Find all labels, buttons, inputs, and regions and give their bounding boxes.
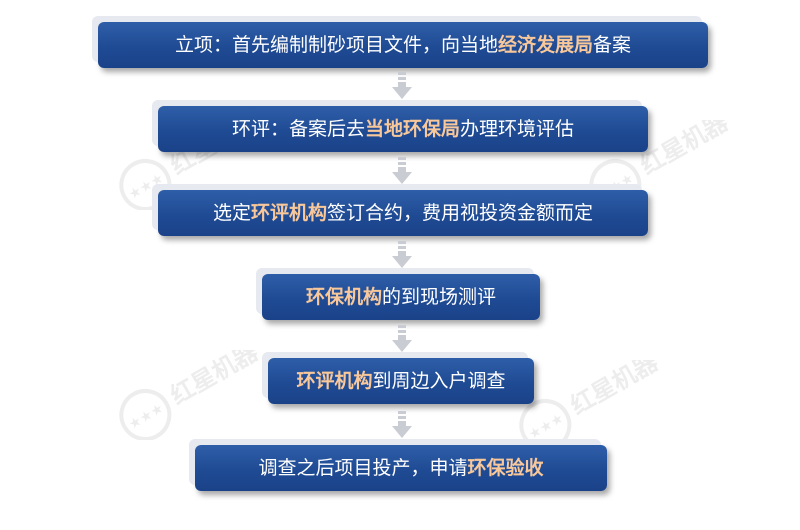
step-highlight-text: 环评机构 xyxy=(250,202,327,224)
step-text: 签订合约，费用视投资金额而定 xyxy=(327,202,594,224)
flow-step-4: 环保机构的到现场测评 xyxy=(262,274,540,320)
svg-text:红星机器: 红星机器 xyxy=(636,120,730,180)
step-text: 选定 xyxy=(212,202,251,224)
svg-text:★★★: ★★★ xyxy=(126,400,167,433)
svg-text:红星机器: 红星机器 xyxy=(166,350,260,410)
down-arrow-icon xyxy=(392,157,412,184)
step-highlight-text: 环保机构 xyxy=(305,286,382,308)
step-text: 立项：首先编制制砂项目文件，向当地 xyxy=(174,34,498,56)
down-arrow-icon xyxy=(392,72,412,99)
watermark-logo-3: ★★★ 红星机器 xyxy=(119,350,260,440)
svg-text:红星机器: 红星机器 xyxy=(566,360,660,420)
svg-text:★★★: ★★★ xyxy=(526,410,567,443)
watermark-logo-2: ★★★ 红星机器 xyxy=(589,120,730,210)
step-text: 办理环境评估 xyxy=(460,118,575,140)
step-text: 的到现场测评 xyxy=(382,286,497,308)
down-arrow-icon xyxy=(392,411,412,438)
step-highlight-text: 当地环保局 xyxy=(364,118,460,140)
flow-step-3: 选定环评机构签订合约，费用视投资金额而定 xyxy=(158,190,648,236)
flow-step-5: 环评机构到周边入户调查 xyxy=(268,358,534,404)
down-arrow-icon xyxy=(392,325,412,352)
step-highlight-text: 环评机构 xyxy=(296,370,373,392)
step-text: 到周边入户调查 xyxy=(372,370,506,392)
step-highlight-text: 环保验收 xyxy=(467,457,544,479)
flow-step-6: 调查之后项目投产，申请环保验收 xyxy=(195,445,607,491)
step-highlight-text: 经济发展局 xyxy=(497,34,593,56)
step-text: 环评：备案后去 xyxy=(231,118,365,140)
watermark-logo-4: ★★★ 红星机器 xyxy=(519,360,660,450)
step-text: 调查之后项目投产，申请 xyxy=(258,457,468,479)
down-arrow-icon xyxy=(392,241,412,268)
flow-step-2: 环评：备案后去当地环保局办理环境评估 xyxy=(158,106,648,152)
flow-step-1: 立项：首先编制制砂项目文件，向当地经济发展局备案 xyxy=(98,22,708,68)
step-text: 备案 xyxy=(593,34,632,56)
